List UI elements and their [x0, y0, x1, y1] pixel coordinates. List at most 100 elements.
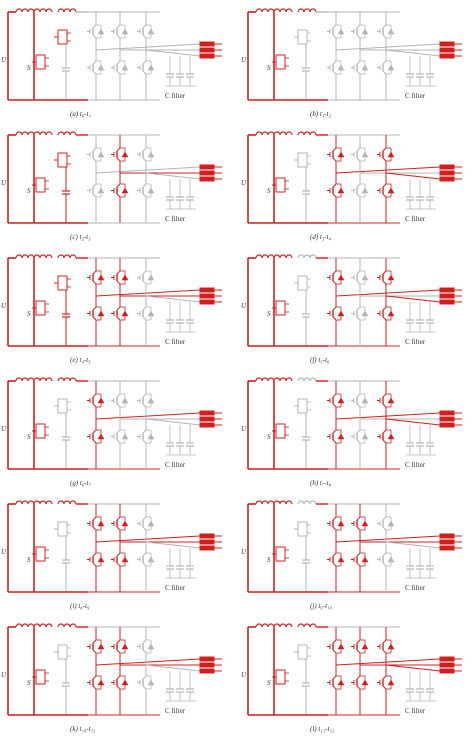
- source-label: U: [241, 302, 247, 310]
- switch-sc: [54, 152, 71, 168]
- output-inductor-2: [439, 293, 455, 299]
- output-inductor-2: [439, 47, 455, 53]
- phase-output-3: [385, 541, 441, 549]
- filter-capacitor-1: [166, 565, 174, 570]
- lower-switch-1: [87, 425, 105, 448]
- input-inductor: [15, 377, 35, 382]
- switch-s: [32, 669, 49, 685]
- lower-switch-1: [87, 179, 105, 202]
- lower-switch-2: [111, 425, 129, 448]
- output-inductor-3: [199, 668, 215, 674]
- filter-capacitor-1: [406, 73, 414, 78]
- output-inductor-1: [199, 410, 215, 416]
- output-inductor-2: [439, 416, 455, 422]
- phase-output-3: [145, 172, 201, 180]
- phase-output-1: [95, 43, 201, 51]
- panel-caption: (e) t₄-t₅: [70, 356, 91, 364]
- output-inductor-1: [199, 656, 215, 662]
- output-inductor-1: [439, 287, 455, 293]
- lower-switch-2: [111, 179, 129, 202]
- circuit-panel-4: USC filter(d) t₃-t₄: [241, 131, 462, 241]
- panel-caption: (j) t₉-t₁₀: [310, 602, 332, 610]
- output-inductor-2: [199, 47, 215, 53]
- input-inductor: [15, 131, 35, 136]
- filter-capacitor-1: [406, 688, 414, 693]
- lower-switch-3: [137, 179, 155, 202]
- coupled-inductor-n2: [297, 500, 317, 505]
- filter-label: C filter: [405, 461, 426, 469]
- upper-switch-2: [111, 20, 129, 43]
- coupled-inductor-n2: [57, 500, 77, 505]
- output-inductor-3: [199, 53, 215, 59]
- switch-label: S: [267, 679, 271, 687]
- circuit-panel-5: USC filter(e) t₄-t₅: [1, 254, 222, 364]
- upper-switch-3: [377, 20, 395, 43]
- lower-switch-1: [327, 302, 345, 325]
- circuit-panel-2: USC filter(b) t₁-t₂: [241, 8, 462, 118]
- switch-sc: [54, 29, 71, 45]
- switch-label: S: [27, 433, 31, 441]
- lower-switch-3: [137, 425, 155, 448]
- filter-capacitor-3: [186, 196, 194, 201]
- upper-switch-1: [327, 266, 345, 289]
- circuit-panel-10: USC filter(j) t₉-t₁₀: [241, 500, 462, 610]
- clamp-capacitor: [62, 682, 70, 687]
- filter-label: C filter: [165, 707, 186, 715]
- lower-switch-1: [327, 179, 345, 202]
- phase-output-3: [385, 172, 441, 180]
- circuit-panel-11: USC filter(k) t₁₀-t₁₁: [1, 623, 222, 733]
- coupled-inductor-n2: [297, 377, 317, 382]
- filter-label: C filter: [165, 92, 186, 100]
- upper-switch-3: [377, 143, 395, 166]
- circuit-panel-7: USC filter(g) t₆-t₇: [1, 377, 222, 487]
- switch-s: [272, 546, 289, 562]
- switch-s: [272, 177, 289, 193]
- lower-switch-2: [111, 548, 129, 571]
- phase-output-3: [385, 49, 441, 57]
- phase-output-3: [145, 49, 201, 57]
- upper-switch-2: [351, 20, 369, 43]
- lower-switch-2: [111, 56, 129, 79]
- output-inductor-2: [439, 662, 455, 668]
- source-label: U: [1, 302, 7, 310]
- filter-capacitor-3: [426, 565, 434, 570]
- filter-capacitor-3: [426, 196, 434, 201]
- lower-switch-3: [377, 548, 395, 571]
- source-label: U: [241, 425, 247, 433]
- upper-switch-3: [137, 389, 155, 412]
- circuit-panel-6: USC filter(f) t₅-t₆: [241, 254, 462, 364]
- filter-capacitor-1: [406, 319, 414, 324]
- phase-output-1: [95, 166, 201, 174]
- upper-switch-1: [327, 635, 345, 658]
- filter-capacitor-2: [416, 73, 424, 78]
- phase-output-3: [145, 295, 201, 303]
- panel-caption: (k) t₁₀-t₁₁: [70, 725, 95, 733]
- switch-label: S: [27, 310, 31, 318]
- output-inductor-2: [199, 293, 215, 299]
- panel-caption: (f) t₅-t₆: [310, 356, 330, 364]
- panel-caption: (g) t₆-t₇: [70, 479, 92, 487]
- switch-label: S: [267, 187, 271, 195]
- output-inductor-2: [199, 416, 215, 422]
- circuit-panel-1: USC filter(a) t₀-t₁: [1, 8, 222, 118]
- switch-sc: [294, 29, 311, 45]
- switch-s: [272, 300, 289, 316]
- output-inductor-2: [199, 662, 215, 668]
- filter-label: C filter: [405, 584, 426, 592]
- filter-label: C filter: [405, 338, 426, 346]
- lower-switch-1: [327, 425, 345, 448]
- panel-caption: (l) t₁₁-t₁₂: [310, 725, 335, 733]
- clamp-capacitor: [62, 559, 70, 564]
- coupled-inductor-n1: [33, 8, 53, 13]
- panel-caption: (h) t₇-t₈: [310, 479, 332, 487]
- lower-switch-1: [87, 671, 105, 694]
- clamp-capacitor: [62, 190, 70, 195]
- upper-switch-2: [111, 143, 129, 166]
- upper-switch-2: [351, 143, 369, 166]
- lower-switch-3: [137, 671, 155, 694]
- coupled-inductor-n1: [33, 377, 53, 382]
- lower-switch-2: [351, 671, 369, 694]
- switch-s: [272, 423, 289, 439]
